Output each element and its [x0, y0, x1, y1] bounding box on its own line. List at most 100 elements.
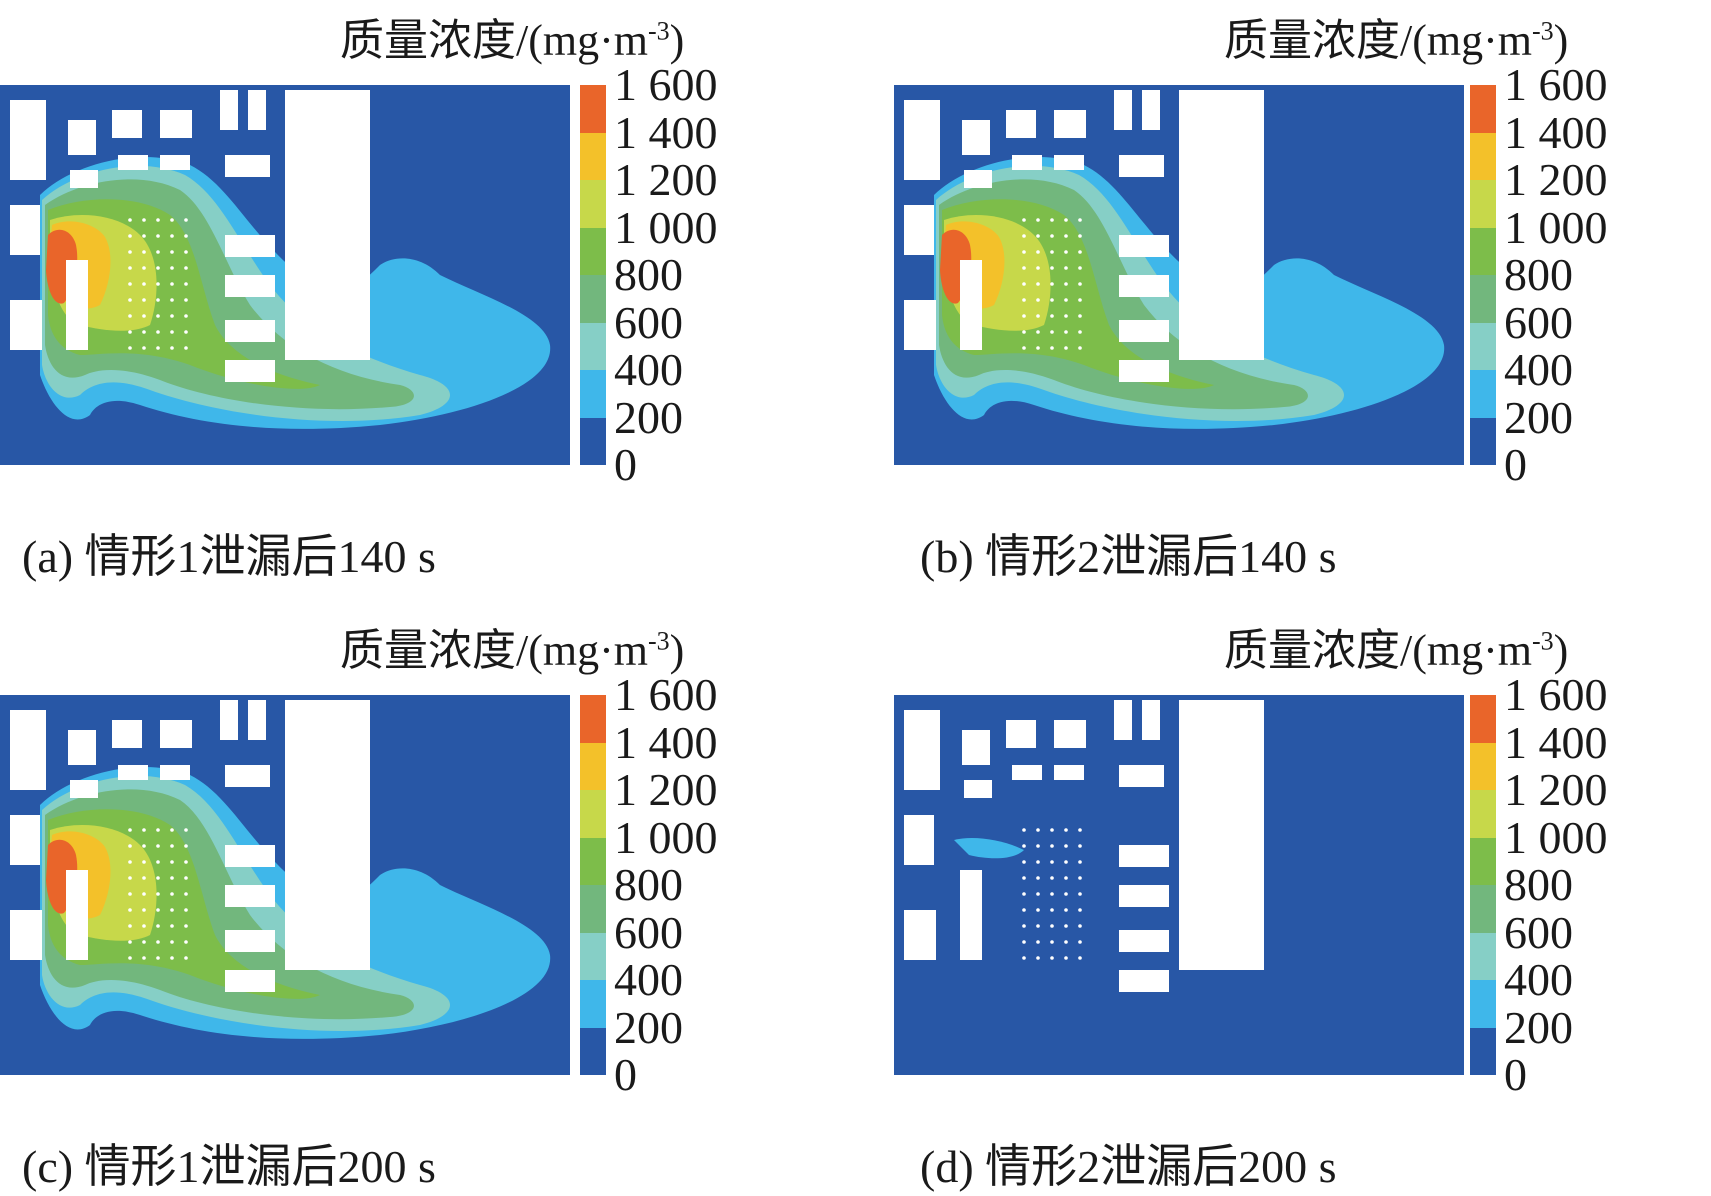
tank-marker [1036, 924, 1040, 928]
colorbar-title-text: 质量浓度/(mg·m [340, 626, 648, 675]
tank-marker [1064, 250, 1068, 254]
colorbar-tick-label: 800 [1504, 859, 1573, 910]
colorbar-tick-label: 0 [614, 1049, 637, 1100]
colorbar-segment [580, 932, 606, 980]
building [1012, 155, 1042, 170]
tank-marker [184, 860, 188, 864]
tank-marker [142, 908, 146, 912]
colorbar-segment [1470, 1027, 1496, 1075]
building [964, 780, 992, 798]
tank-marker [1078, 940, 1082, 944]
tank-marker [142, 234, 146, 238]
tank-marker [1064, 876, 1068, 880]
tank-marker [1050, 330, 1054, 334]
tank-marker [170, 908, 174, 912]
tank-marker [128, 828, 132, 832]
tank-marker [142, 956, 146, 960]
tank-marker [1022, 876, 1026, 880]
panel-caption: (c) 情形1泄漏后200 s [22, 1141, 436, 1192]
tank-marker [1064, 314, 1068, 318]
building [1142, 90, 1160, 130]
tank-marker [128, 876, 132, 880]
building [160, 110, 192, 138]
tank-marker [184, 940, 188, 944]
tank-marker [1022, 266, 1026, 270]
building [960, 870, 982, 960]
colorbar [1470, 695, 1496, 1075]
tank-marker [1036, 234, 1040, 238]
tank-marker [1022, 940, 1026, 944]
building [160, 720, 192, 748]
field-svg [904, 700, 1264, 992]
tank-marker [170, 924, 174, 928]
building [225, 320, 275, 342]
colorbar-tick-label: 600 [614, 296, 683, 348]
tank-marker [1022, 346, 1026, 350]
tank-marker [156, 908, 160, 912]
colorbar-tick-label: 0 [1504, 1049, 1527, 1100]
colorbar-tick-label: 400 [1504, 344, 1573, 395]
tank-marker [1050, 266, 1054, 270]
colorbar-segment [1470, 695, 1496, 743]
tank-marker [1022, 282, 1026, 286]
colorbar-segment [580, 837, 606, 885]
colorbar-tick-label: 1 400 [1504, 106, 1608, 158]
tank-marker [1078, 876, 1082, 880]
building [118, 155, 148, 170]
tank-marker [1064, 844, 1068, 848]
tank-marker [1050, 828, 1054, 832]
field-svg [904, 90, 1445, 429]
tank-marker [184, 956, 188, 960]
tank-marker [184, 218, 188, 222]
building [1119, 885, 1169, 907]
tank-marker [1036, 828, 1040, 832]
building [225, 235, 275, 257]
building [70, 780, 98, 798]
tank-marker [1022, 924, 1026, 928]
tank-marker [142, 876, 146, 880]
tank-marker [1050, 250, 1054, 254]
building [1012, 765, 1042, 780]
tank-marker [1050, 314, 1054, 318]
colorbar [580, 85, 606, 465]
tank-marker [1022, 908, 1026, 912]
colorbar [1470, 85, 1496, 465]
tank-marker [128, 892, 132, 896]
building [225, 155, 270, 177]
tank-marker [1064, 282, 1068, 286]
building [225, 360, 275, 382]
tank-marker [1050, 282, 1054, 286]
colorbar-tick-label: 1 400 [614, 106, 718, 158]
colorbar-segment [580, 790, 606, 838]
tank-marker [184, 250, 188, 254]
building [285, 90, 370, 360]
tank-marker [156, 346, 160, 350]
building [70, 170, 98, 188]
tank-marker [1036, 250, 1040, 254]
building [1142, 700, 1160, 740]
tank-marker [1022, 250, 1026, 254]
tank-marker [1050, 234, 1054, 238]
colorbar-tick-label: 1 400 [614, 716, 718, 768]
concentration-field [894, 85, 1464, 465]
tank-marker [170, 266, 174, 270]
colorbar-segment [1470, 885, 1496, 933]
tank-marker [156, 844, 160, 848]
tank-marker [170, 956, 174, 960]
colorbar-tick-label: 600 [1504, 296, 1573, 348]
tank-marker [128, 924, 132, 928]
tank-marker [1022, 218, 1026, 222]
tank-marker [1050, 844, 1054, 848]
tank-marker [1022, 860, 1026, 864]
colorbar-tick-label: 1 400 [1504, 716, 1608, 768]
building [1054, 765, 1084, 780]
tank-marker [184, 828, 188, 832]
colorbar-segment [580, 275, 606, 323]
colorbar-tick-label: 1 000 [614, 811, 718, 863]
tank-marker [184, 330, 188, 334]
building [1119, 970, 1169, 992]
tank-marker [142, 330, 146, 334]
building [225, 275, 275, 297]
colorbar-segment [580, 85, 606, 133]
colorbar-segment [580, 180, 606, 228]
